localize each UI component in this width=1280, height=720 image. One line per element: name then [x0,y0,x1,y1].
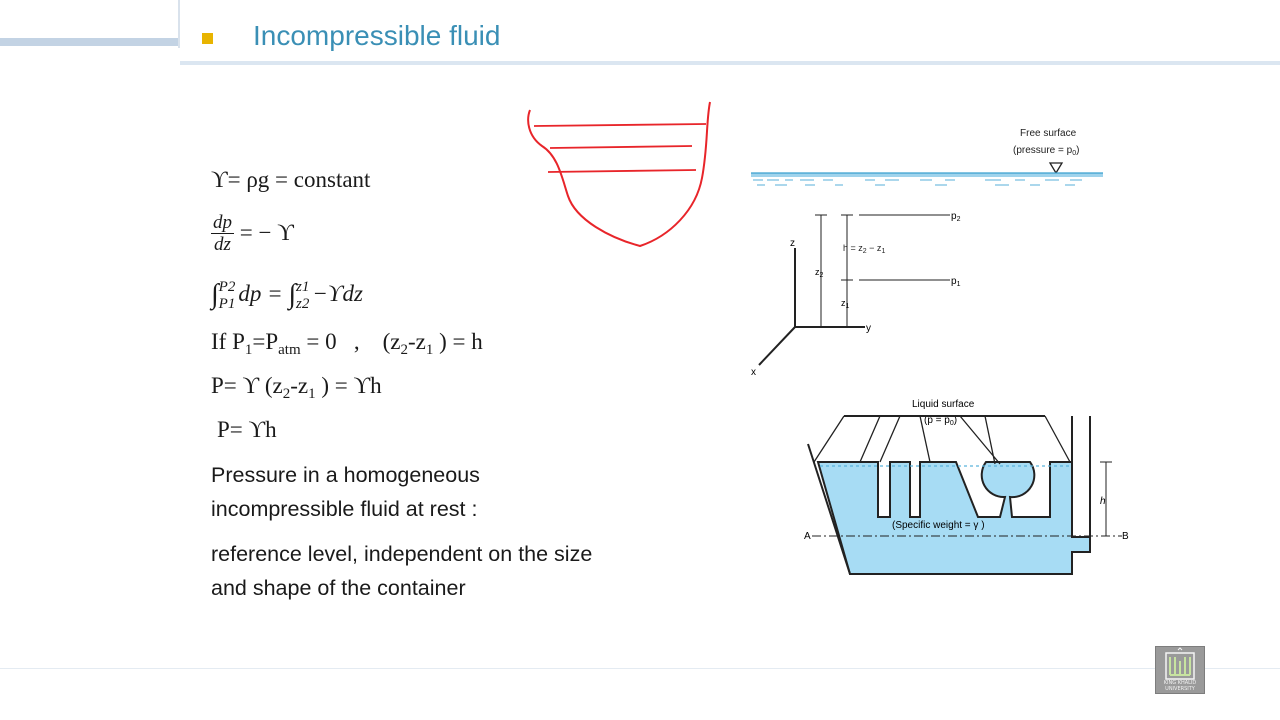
pressure-label: (pressure = p0) [1013,145,1079,157]
integrand-left: dp = [238,281,283,306]
label-z2: z2 [815,267,824,279]
integral-sign-icon: ∫ [288,279,297,310]
lower-limit-left: P1 [218,295,236,312]
equation-rhs: = − ϒ [239,220,294,245]
fraction-denominator: dz [214,234,231,256]
label-h: h [1100,496,1106,507]
paragraph-line: incompressible fluid at rest : [211,497,478,521]
hand-drawn-container-sketch [527,101,711,248]
specific-weight-label: (Specific weight = γ ) [892,520,985,531]
integrand-right: −ϒdz [312,281,363,306]
paragraph-homogeneous-fluid: Pressure in a homogeneous incompressible… [211,458,480,526]
water-ripples [753,179,1082,186]
title-bullet-icon [202,33,213,44]
label-a: A [804,531,811,542]
equation-pressure-gamma-h: P= ϒh [217,417,277,442]
upper-limit-right: z1 [296,278,310,295]
liquid-body [816,461,1091,575]
fraction-numerator: dp [211,212,234,235]
footer-divider [0,668,1280,669]
water-surface [751,173,1103,177]
liquid-pressure-label: (p = p0) [924,415,957,427]
x-axis [758,326,796,366]
equation-specific-weight: ϒ= ρg = constant [211,167,371,192]
lower-limit-right: z2 [296,295,310,312]
slide-title: Incompressible fluid [253,20,501,51]
liquid-surface-label: Liquid surface [912,399,975,410]
label-b: B [1122,531,1129,542]
upper-limit-left: P2 [218,278,236,295]
integral-sign-icon: ∫ [211,279,219,310]
label-z1: z1 [841,298,850,310]
university-crest-icon [1165,647,1195,680]
paragraph-line: reference level, independent on the size [211,542,593,566]
containers-diagram: Liquid surface (p = p0) A B h (Specific … [804,399,1129,575]
y-axis-label: y [866,323,871,334]
container-wall [807,416,1091,575]
fraction-dp-dz: dp dz [211,213,234,256]
title-underline [180,61,1280,65]
paragraph-reference-level: reference level, independent on the size… [211,537,592,605]
integral-limits-right: z1 z2 [296,279,309,313]
free-surface-label: Free surface [1020,128,1077,139]
integral-limits-left: P2 P1 [219,279,236,313]
surface-pointer-lines [813,415,1071,465]
equation-condition: If P1=Patm = 0 , (z2-z1 ) = h [211,329,483,358]
equation-pressure-gradient: dp dz = − ϒ [211,210,294,256]
paragraph-line: Pressure in a homogeneous [211,463,480,487]
header-accent-bar [0,38,178,46]
label-h-equation: h = z2 − z1 [843,243,885,255]
university-logo: KING KHALID UNIVERSITY [1155,646,1205,694]
x-axis-label: x [751,367,756,378]
header-divider [178,0,180,48]
equation-pressure-gamma-z: P= ϒ (z2-z1 ) = ϒh [211,373,382,402]
label-p1: p1 [951,276,961,288]
university-caption: KING KHALID UNIVERSITY [1163,680,1197,692]
free-surface-diagram: Free surface (pressure = p0) z y x p2 p1… [751,128,1103,378]
label-p2: p2 [951,211,961,223]
equation-integral: ∫ P2 P1 dp = ∫ z1 z2 −ϒdz [211,270,363,317]
z-axis-label: z [790,238,795,249]
free-surface-marker-icon [1048,162,1064,175]
paragraph-line: and shape of the container [211,576,466,600]
